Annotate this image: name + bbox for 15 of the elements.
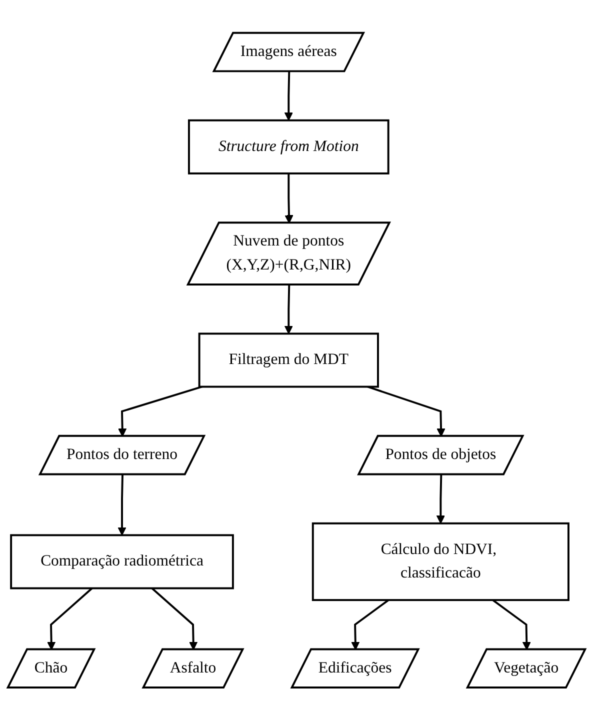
arrow (436, 474, 445, 524)
node-box: Filtragem do MDT (198, 332, 379, 388)
arrow (47, 587, 93, 650)
arrow (492, 599, 531, 650)
arrow (351, 599, 390, 650)
arrow (284, 284, 293, 334)
node-box: Comparação radiométrica (10, 534, 234, 590)
arrow (284, 71, 293, 121)
arrow (118, 474, 126, 536)
node-box: Cálculo do NDVI, classificacão (312, 522, 570, 601)
node-box: Structure from Motion (188, 119, 390, 174)
arrow (284, 173, 294, 224)
arrow (367, 386, 446, 437)
arrow (118, 386, 202, 437)
arrow (151, 587, 198, 650)
